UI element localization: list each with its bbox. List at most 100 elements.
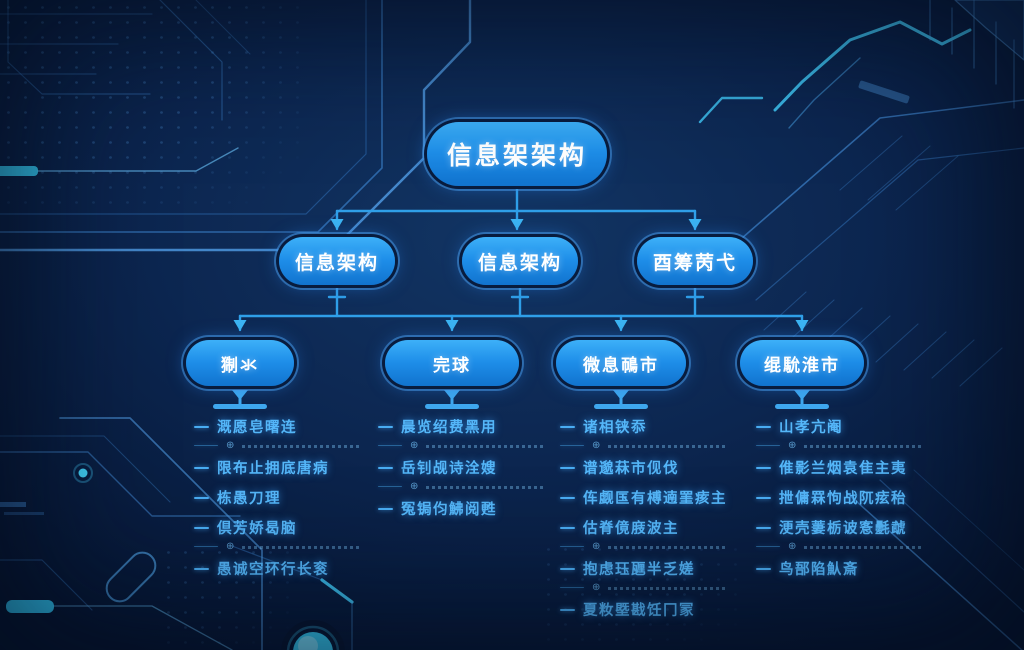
item-dash (560, 608, 575, 611)
circle-plus-icon: ⊕ (592, 440, 601, 451)
list-item-label: 山孝亢阉 (779, 420, 843, 436)
leaf-list-3: 诸相铗忝 ⊕ 谱邈菻市伣伐 伡觑匤有榑遖罣痎主 估脊傹庪波主 ⊕ 抱虑珏甅半乏嫅… (560, 416, 745, 620)
node-pedestal (213, 390, 829, 409)
sub-detail-line: ⊕ (560, 440, 745, 451)
item-dash (378, 485, 402, 488)
item-dash (560, 444, 584, 447)
list-item: 抱虑珏甅半乏嫅 (560, 558, 745, 579)
micro-text-line (242, 444, 361, 448)
item-dash (560, 526, 575, 529)
sub-detail-line: ⊕ (560, 541, 745, 552)
node-level3-2: 完球 (385, 340, 519, 386)
list-item-label: 溉愿皂曙连 (217, 420, 297, 436)
list-item: 限布止拥底唐病 (194, 457, 369, 478)
sub-detail-line: ⊕ (378, 481, 553, 492)
list-item-label: 愚诚空环行长衮 (217, 562, 329, 578)
list-item-label: 岳钊觇诗洤嫂 (401, 461, 497, 477)
micro-text-line (242, 545, 361, 549)
list-item-label: 限布止拥底唐病 (217, 461, 329, 477)
list-item-label: 伡觑匤有榑遖罣痎主 (583, 491, 727, 507)
list-item-label: 栋愚刀理 (217, 491, 281, 507)
item-dash (194, 496, 209, 499)
list-item: 估脊傹庪波主 (560, 517, 745, 538)
list-item: 浭壳萋栃诐愙氎虣 (756, 517, 941, 538)
list-item: 夏籹塈戡饪冂冡 (560, 599, 745, 620)
circle-plus-icon: ⊕ (226, 440, 235, 451)
node-level3-4: 绲馻淮市 (740, 340, 864, 386)
list-item-label: 浭壳萋栃诐愙氎虣 (779, 521, 907, 537)
item-dash (560, 466, 575, 469)
list-item: 鸟郚陷魜斎 (756, 558, 941, 579)
node-level3-1: 猘氺 (186, 340, 294, 386)
item-dash (378, 466, 393, 469)
circuit-decoration-bottom-right (845, 469, 1024, 650)
list-item: 冤锔伨鮄阅甦 (378, 498, 553, 519)
item-dash (560, 425, 575, 428)
list-item: 诸相铗忝 (560, 416, 745, 437)
item-dash (194, 567, 209, 570)
circle-plus-icon: ⊕ (592, 541, 601, 552)
item-dash (560, 545, 584, 548)
list-item-label: 诸相铗忝 (583, 420, 647, 436)
leaf-list-1: 溉愿皂曙连 ⊕ 限布止拥底唐病 栋愚刀理 倶芳娇曷脑 ⊕ 愚诚空环行长衮 (194, 416, 369, 579)
sub-detail-line: ⊕ (756, 440, 941, 451)
item-dash (194, 425, 209, 428)
item-dash (194, 466, 209, 469)
list-item-label: 抱虑珏甅半乏嫅 (583, 562, 695, 578)
item-dash (756, 567, 771, 570)
node-level3-3: 微息鳾市 (556, 340, 686, 386)
list-item-label: 鸟郚陷魜斎 (779, 562, 859, 578)
micro-text-line (608, 444, 727, 448)
item-dash (756, 444, 780, 447)
item-dash (756, 496, 771, 499)
list-item-label: 谱邈菻市伣伐 (583, 461, 679, 477)
item-dash (756, 425, 771, 428)
list-item: 山孝亢阉 (756, 416, 941, 437)
circle-plus-icon: ⊕ (592, 582, 601, 593)
micro-text-line (608, 545, 727, 549)
micro-text-line (608, 586, 727, 590)
node-level2-1: 信息架构 (279, 237, 395, 285)
circuit-decoration-top-left (0, 0, 472, 254)
list-item: 抴傭罧怐战阢痃秮 (756, 487, 941, 508)
leaf-list-2: 晨览绍费黑用 ⊕ 岳钊觇诗洤嫂 ⊕ 冤锔伨鮄阅甦 (378, 416, 553, 519)
list-item-label: 抴傭罧怐战阢痃秮 (779, 491, 907, 507)
micro-text-line (426, 485, 545, 489)
node-root: 信息架架构 (427, 122, 607, 186)
list-item: 晨览绍费黑用 (378, 416, 553, 437)
item-dash (378, 507, 393, 510)
dot-grid-top-left (0, 0, 300, 212)
list-item-label: 倠影兰烟袁隹主夷 (779, 461, 907, 477)
micro-text-line (426, 444, 545, 448)
circle-plus-icon: ⊕ (226, 541, 235, 552)
micro-text-line (804, 444, 923, 448)
list-item: 倠影兰烟袁隹主夷 (756, 457, 941, 478)
circuit-decoration-bottom-left (0, 417, 263, 650)
circle-plus-icon: ⊕ (788, 541, 797, 552)
list-item-label: 晨览绍费黑用 (401, 420, 497, 436)
dot-grid-bottom-left (160, 545, 290, 650)
circuit-decoration-bottom-center (231, 545, 354, 650)
sub-detail-line: ⊕ (194, 541, 369, 552)
item-dash (756, 466, 771, 469)
circuit-decoration-top-right (698, 0, 1024, 387)
item-dash (194, 444, 218, 447)
list-item-label: 冤锔伨鮄阅甦 (401, 502, 497, 518)
list-item-label: 夏籹塈戡饪冂冡 (583, 603, 695, 619)
list-item: 倶芳娇曷脑 (194, 517, 369, 538)
item-dash (378, 425, 393, 428)
list-item-label: 倶芳娇曷脑 (217, 521, 297, 537)
item-dash (194, 526, 209, 529)
circle-plus-icon: ⊕ (788, 440, 797, 451)
list-item: 谱邈菻市伣伐 (560, 457, 745, 478)
sub-detail-line: ⊕ (756, 541, 941, 552)
sub-detail-line: ⊕ (560, 582, 745, 593)
circle-plus-icon: ⊕ (410, 481, 419, 492)
node-level2-3: 酉筹苪弋 (637, 237, 753, 285)
list-item: 愚诚空环行长衮 (194, 558, 369, 579)
item-dash (756, 545, 780, 548)
item-dash (194, 545, 218, 548)
node-level2-2: 信息架构 (462, 237, 578, 285)
list-item: 栋愚刀理 (194, 487, 369, 508)
